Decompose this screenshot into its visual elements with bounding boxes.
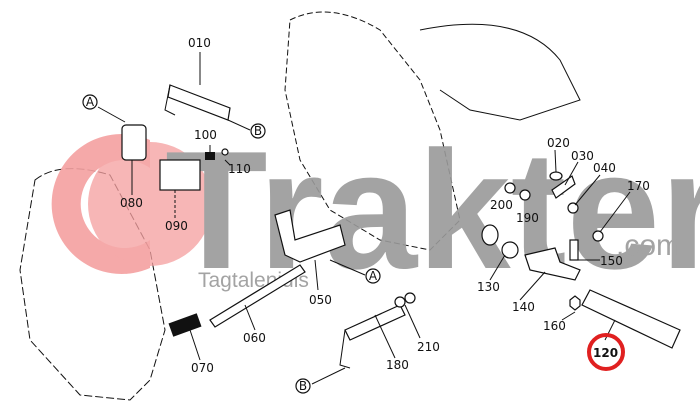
- svg-text:B: B: [254, 124, 262, 138]
- label-060: 060: [243, 331, 266, 345]
- ref-b-bottom: B: [295, 378, 311, 394]
- ref-a-top: A: [82, 94, 98, 110]
- label-100: 100: [194, 128, 217, 142]
- label-180: 180: [386, 358, 409, 372]
- label-140: 140: [512, 300, 535, 314]
- watermark-domain: .com: [616, 229, 681, 262]
- label-090: 090: [165, 219, 188, 233]
- svg-text:B: B: [299, 379, 307, 393]
- label-170: 170: [627, 179, 650, 193]
- label-050: 050: [309, 293, 332, 307]
- label-070: 070: [191, 361, 214, 375]
- watermark-brand: Trakter: [165, 116, 700, 304]
- label-040: 040: [593, 161, 616, 175]
- label-030: 030: [571, 149, 594, 163]
- label-110: 110: [228, 162, 251, 176]
- label-010: 010: [188, 36, 211, 50]
- highlight-circle-120: [587, 333, 625, 371]
- ref-b-top: B: [250, 123, 266, 139]
- label-020: 020: [547, 136, 570, 150]
- leader-lines: [97, 52, 631, 385]
- label-130: 130: [477, 280, 500, 294]
- label-120: 120: [593, 346, 618, 360]
- label-210: 210: [417, 340, 440, 354]
- parts: [121, 84, 681, 369]
- svg-text:A: A: [369, 269, 378, 283]
- svg-text:A: A: [86, 95, 95, 109]
- logo-gear-icon: [51, 134, 150, 274]
- part-labels: 010 100 110 080 090 020 030 040 170 200 …: [120, 36, 650, 375]
- label-200: 200: [490, 198, 513, 212]
- ref-a-mid: A: [365, 268, 381, 284]
- label-080: 080: [120, 196, 143, 210]
- label-190: 190: [516, 211, 539, 225]
- label-160: 160: [543, 319, 566, 333]
- label-150: 150: [600, 254, 623, 268]
